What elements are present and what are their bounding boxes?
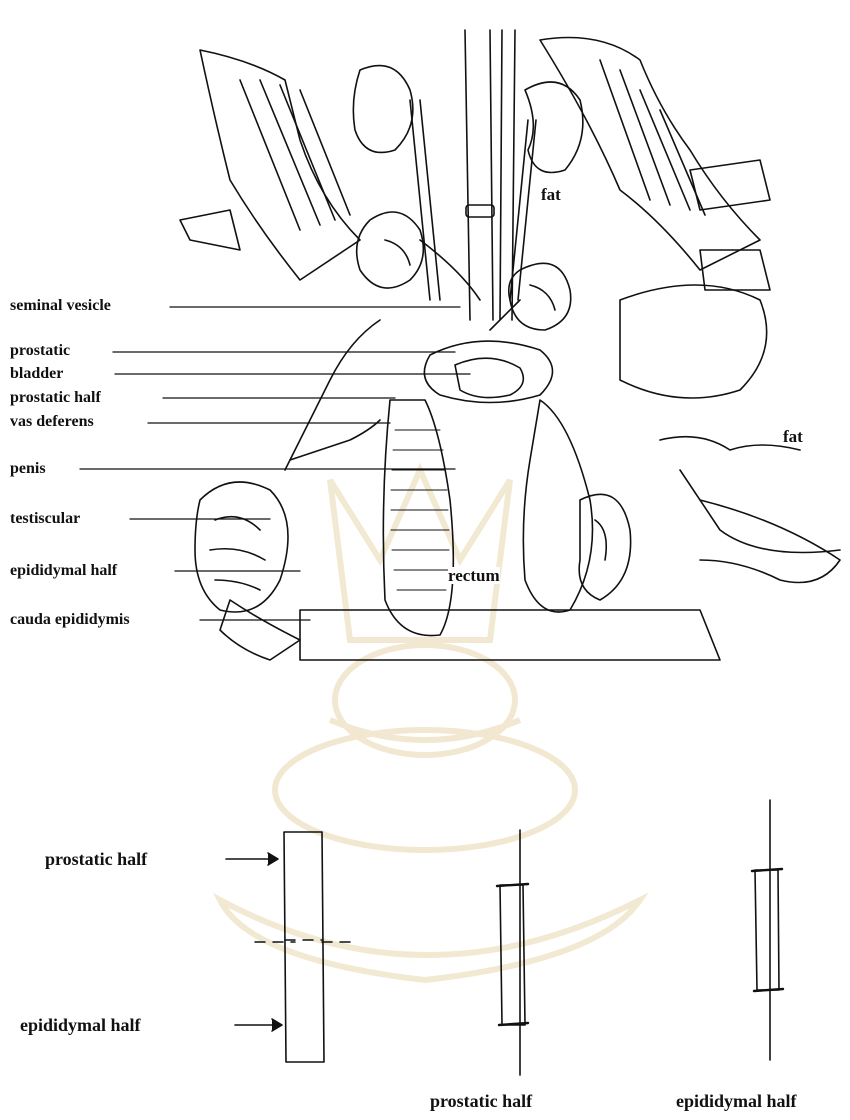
rectum-wall xyxy=(383,400,453,636)
vas-segment-epididymal xyxy=(755,870,779,990)
label-epididymal-half: epididymal half xyxy=(10,563,117,579)
aorta xyxy=(465,30,493,320)
right-lateral-wall xyxy=(690,160,770,210)
label-cauda-epididymis: cauda epididymis xyxy=(10,612,130,628)
label-prostatic-half: prostatic half xyxy=(10,390,101,406)
kidney-left xyxy=(353,66,413,153)
label-penis: penis xyxy=(10,461,46,477)
left-lateral-wall xyxy=(180,210,240,250)
kidney-right xyxy=(525,82,583,173)
pelvic-wall xyxy=(300,610,720,660)
testis-right xyxy=(523,400,592,612)
caption-prostatic-half: prostatic half xyxy=(430,1092,532,1110)
testis-left xyxy=(195,482,288,612)
right-hindlimb xyxy=(700,500,840,583)
label-seminal-vesicle: seminal vesicle xyxy=(10,298,111,314)
label-bladder: bladder xyxy=(10,366,63,382)
vas-segment-full xyxy=(284,832,324,1062)
skin-flap-upper-right xyxy=(540,38,760,271)
seminal-vesicle-left xyxy=(357,212,424,288)
vas-segment-prostatic xyxy=(500,885,525,1025)
right-flank xyxy=(620,285,767,398)
epididymis-right xyxy=(579,494,630,600)
label-rectum: rectum xyxy=(448,567,500,584)
label-testiscular: testiscular xyxy=(10,511,80,527)
label-epididymal-half-arrow: epididymal half xyxy=(20,1016,141,1034)
label-vas-deferens: vas deferens xyxy=(10,414,94,430)
label-fat-upper: fat xyxy=(541,186,561,203)
label-fat-right: fat xyxy=(783,428,803,445)
label-prostatic: prostatic xyxy=(10,343,70,359)
prostate xyxy=(424,341,552,402)
vas-deferens-left xyxy=(285,320,380,470)
label-prostatic-half-arrow: prostatic half xyxy=(45,850,147,868)
label-leader-lines xyxy=(80,307,470,620)
caption-epididymal-half: epididymal half xyxy=(676,1092,797,1110)
bladder xyxy=(455,358,523,397)
